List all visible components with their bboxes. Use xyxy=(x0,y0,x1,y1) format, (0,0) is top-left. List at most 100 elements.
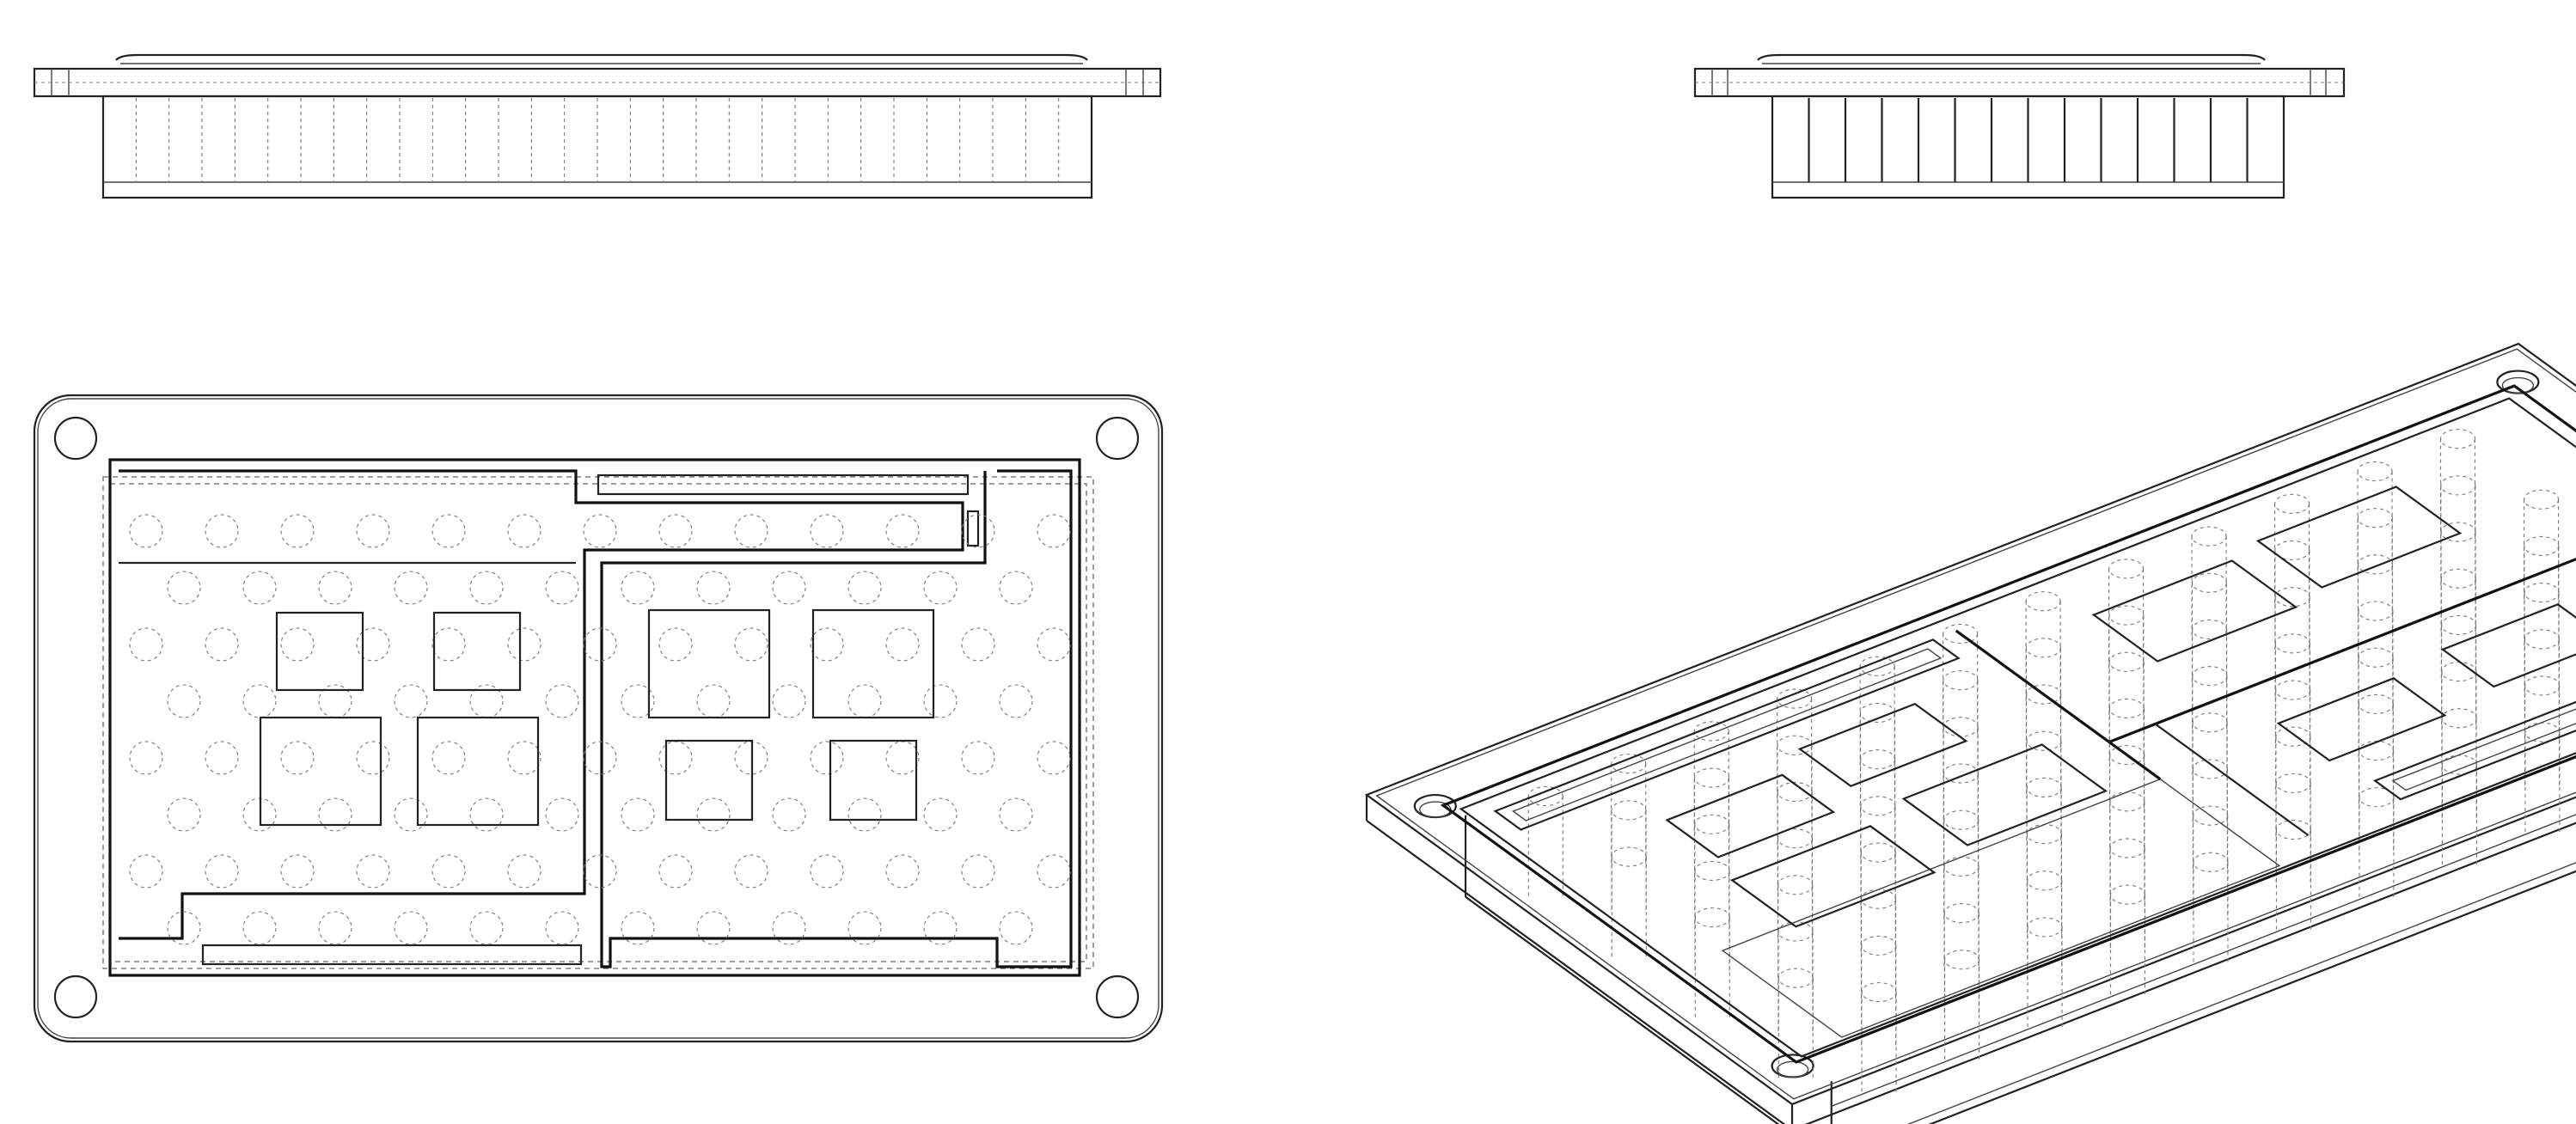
iso-pin-top xyxy=(2524,629,2560,650)
pad-5 xyxy=(647,608,771,719)
hidden-pin xyxy=(318,797,352,832)
hidden-pin xyxy=(961,514,995,548)
hidden-pin xyxy=(658,854,693,889)
hidden-pin xyxy=(961,627,995,662)
iso-body-edge xyxy=(1465,895,1780,1124)
hidden-pin xyxy=(545,911,579,945)
hidden-pin xyxy=(772,797,806,832)
hidden-pin xyxy=(658,514,693,548)
hidden-pin xyxy=(847,911,882,945)
iso-pin-top xyxy=(2027,917,2063,938)
iso-pin-top xyxy=(1860,796,1896,816)
iso-plate-top-inner xyxy=(1375,348,2576,1100)
bottom-long-slot xyxy=(201,944,583,966)
iso-pin-top xyxy=(2274,493,2310,514)
iso-mounting-hole-inner xyxy=(2501,376,2535,394)
hidden-pin xyxy=(280,854,315,889)
hidden-pin xyxy=(885,514,920,548)
top-mounting-holes xyxy=(53,416,1140,1019)
hidden-pin xyxy=(469,571,504,605)
iso-pin-top xyxy=(2359,741,2395,761)
iso-pin-top xyxy=(2440,568,2476,589)
hidden-pin xyxy=(847,684,882,718)
iso-pad xyxy=(2255,486,2463,589)
hidden-pin xyxy=(961,741,995,775)
iso-body-edge xyxy=(1831,814,2576,1107)
iso-pad xyxy=(1901,743,2108,846)
iso-mounting-hole-inner xyxy=(1776,1060,1809,1078)
hidden-pin xyxy=(356,741,390,775)
iso-pin-top xyxy=(1860,842,1896,863)
iso-pin-top xyxy=(2109,884,2146,905)
hidden-pin xyxy=(545,797,579,832)
iso-slot-inner xyxy=(1512,648,1943,822)
hidden-pin xyxy=(356,627,390,662)
hidden-pin xyxy=(1037,741,1071,775)
iso-pin-top xyxy=(1943,717,1979,737)
hidden-pin xyxy=(583,627,617,662)
hidden-pin xyxy=(621,571,655,605)
iso-channel xyxy=(1721,778,2281,1038)
iso-pin-top xyxy=(2026,824,2063,845)
isometric-view xyxy=(1364,342,2576,1124)
hidden-pin xyxy=(205,627,239,662)
iso-pin-top xyxy=(2274,633,2310,654)
iso-pin-top xyxy=(2358,601,2394,621)
hidden-pin xyxy=(621,911,655,945)
iso-pin-top xyxy=(2441,662,2477,682)
hidden-pin xyxy=(205,514,239,548)
pad-8 xyxy=(829,739,918,822)
iso-pin-top xyxy=(2108,698,2145,718)
iso-plate-top xyxy=(1364,342,2576,1106)
hidden-pin xyxy=(696,571,731,605)
iso-slot xyxy=(1493,638,1961,831)
hidden-pin xyxy=(129,741,163,775)
hidden-pin xyxy=(167,684,201,718)
iso-pin-top xyxy=(2192,666,2228,687)
hidden-pin xyxy=(772,911,806,945)
hidden-pin xyxy=(356,854,390,889)
hidden-pin xyxy=(205,854,239,889)
iso-pin-top xyxy=(2109,791,2145,812)
hidden-pin xyxy=(923,684,958,718)
iso-channel-wall xyxy=(1955,629,2162,780)
hidden-pin xyxy=(507,627,542,662)
hidden-pin xyxy=(583,741,617,775)
hidden-pin xyxy=(280,514,315,548)
hidden-pin xyxy=(772,571,806,605)
iso-pin-top xyxy=(2193,852,2229,872)
hidden-pin xyxy=(469,911,504,945)
hidden-pin xyxy=(129,627,163,662)
iso-pin-top xyxy=(2441,708,2477,729)
iso-pin-top xyxy=(1694,814,1730,834)
side-heatsink-body xyxy=(1771,95,2285,199)
iso-thermal-pads xyxy=(1665,486,2576,928)
iso-pin-top xyxy=(2275,680,2311,700)
channel-walls xyxy=(119,469,1073,968)
iso-pin-top xyxy=(2440,475,2476,496)
iso-channel-wall xyxy=(2154,723,2310,836)
hidden-pin xyxy=(394,797,428,832)
hidden-pin xyxy=(205,741,239,775)
side-heatsink-fins xyxy=(1808,98,2249,182)
hidden-pin xyxy=(999,911,1033,945)
base-plate-outline xyxy=(33,394,1164,1043)
pad-7 xyxy=(664,739,754,822)
iso-pin-top xyxy=(2191,526,2227,547)
hidden-pin xyxy=(696,911,731,945)
iso-pin-top xyxy=(1860,749,1896,770)
iso-base-plate xyxy=(1364,342,2576,1124)
hidden-pin xyxy=(242,684,277,718)
iso-pin-top xyxy=(2025,638,2061,658)
iso-pin-top xyxy=(2358,647,2394,668)
hidden-pin xyxy=(621,684,655,718)
iso-pin-top xyxy=(1943,950,1980,970)
front-elevation-view xyxy=(33,53,1162,199)
pad-1 xyxy=(275,611,364,692)
hidden-pin xyxy=(583,854,617,889)
iso-pin-top xyxy=(2108,559,2145,579)
iso-pin-top xyxy=(1611,846,1647,867)
iso-plate-edge xyxy=(1366,820,1786,1124)
pad-6 xyxy=(811,608,935,719)
